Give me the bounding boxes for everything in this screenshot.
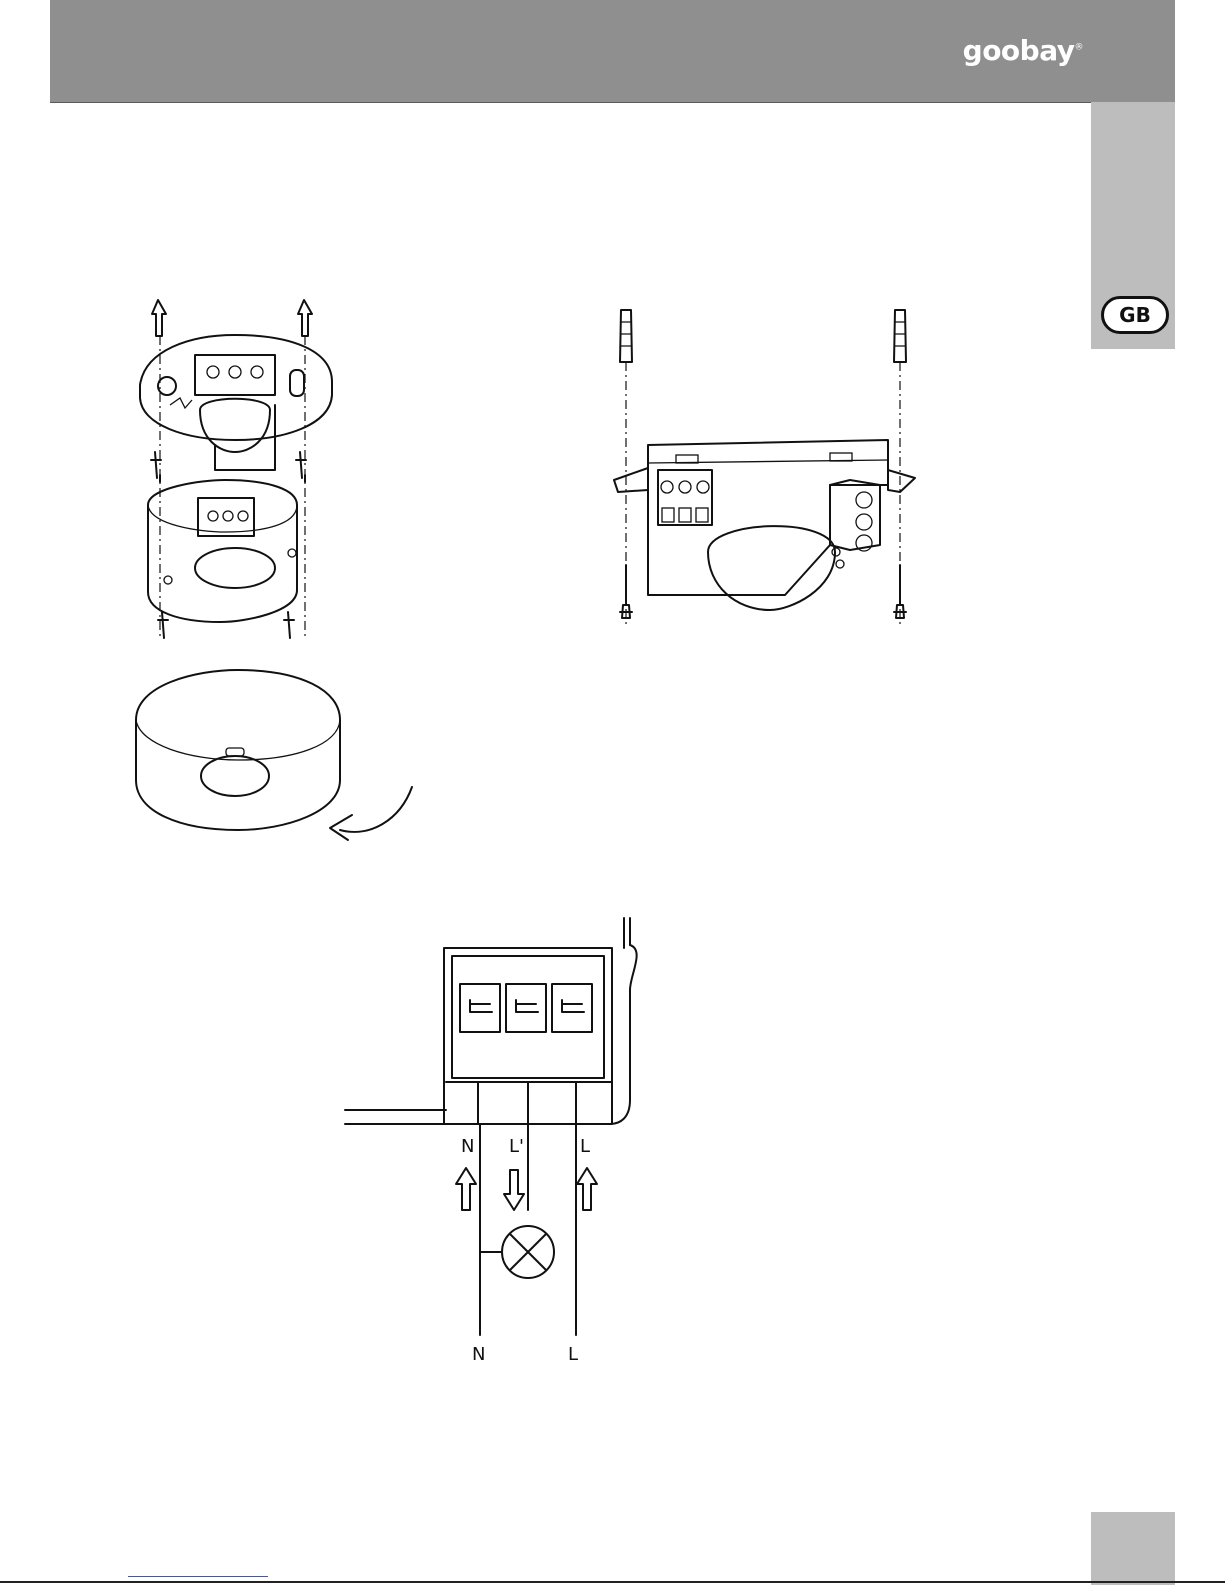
- supply-label-n: N: [472, 1344, 485, 1365]
- supply-label-l: L: [568, 1344, 578, 1365]
- assembled-sensor-illustration: [136, 670, 412, 840]
- wiring-diagram: N L' L N L: [345, 918, 637, 1365]
- terminal-label-n: N: [461, 1136, 474, 1157]
- sensor-base-plate: [140, 335, 332, 470]
- wall-plug-left-2: [620, 310, 632, 362]
- screw-lower-right: [284, 612, 294, 638]
- arrow-up-icon: [577, 1168, 597, 1210]
- ceiling-mount-illustration: [140, 300, 332, 640]
- rotate-arrow-icon: [330, 787, 412, 840]
- arrow-up-icon: [456, 1168, 476, 1210]
- lamp-symbol: [502, 1226, 554, 1278]
- wall-mount-illustration: [614, 310, 915, 625]
- wall-plug-right-2: [894, 310, 906, 362]
- terminal-block: [460, 984, 592, 1032]
- arrow-down-icon: [504, 1170, 524, 1210]
- terminal-label-l-prime: L': [509, 1136, 524, 1157]
- terminal-label-l: L: [580, 1136, 590, 1157]
- wall-plug-left: [152, 300, 166, 336]
- wall-plug-right: [298, 300, 312, 336]
- mounting-ring: [148, 480, 297, 622]
- wall-sensor-body: [614, 440, 915, 610]
